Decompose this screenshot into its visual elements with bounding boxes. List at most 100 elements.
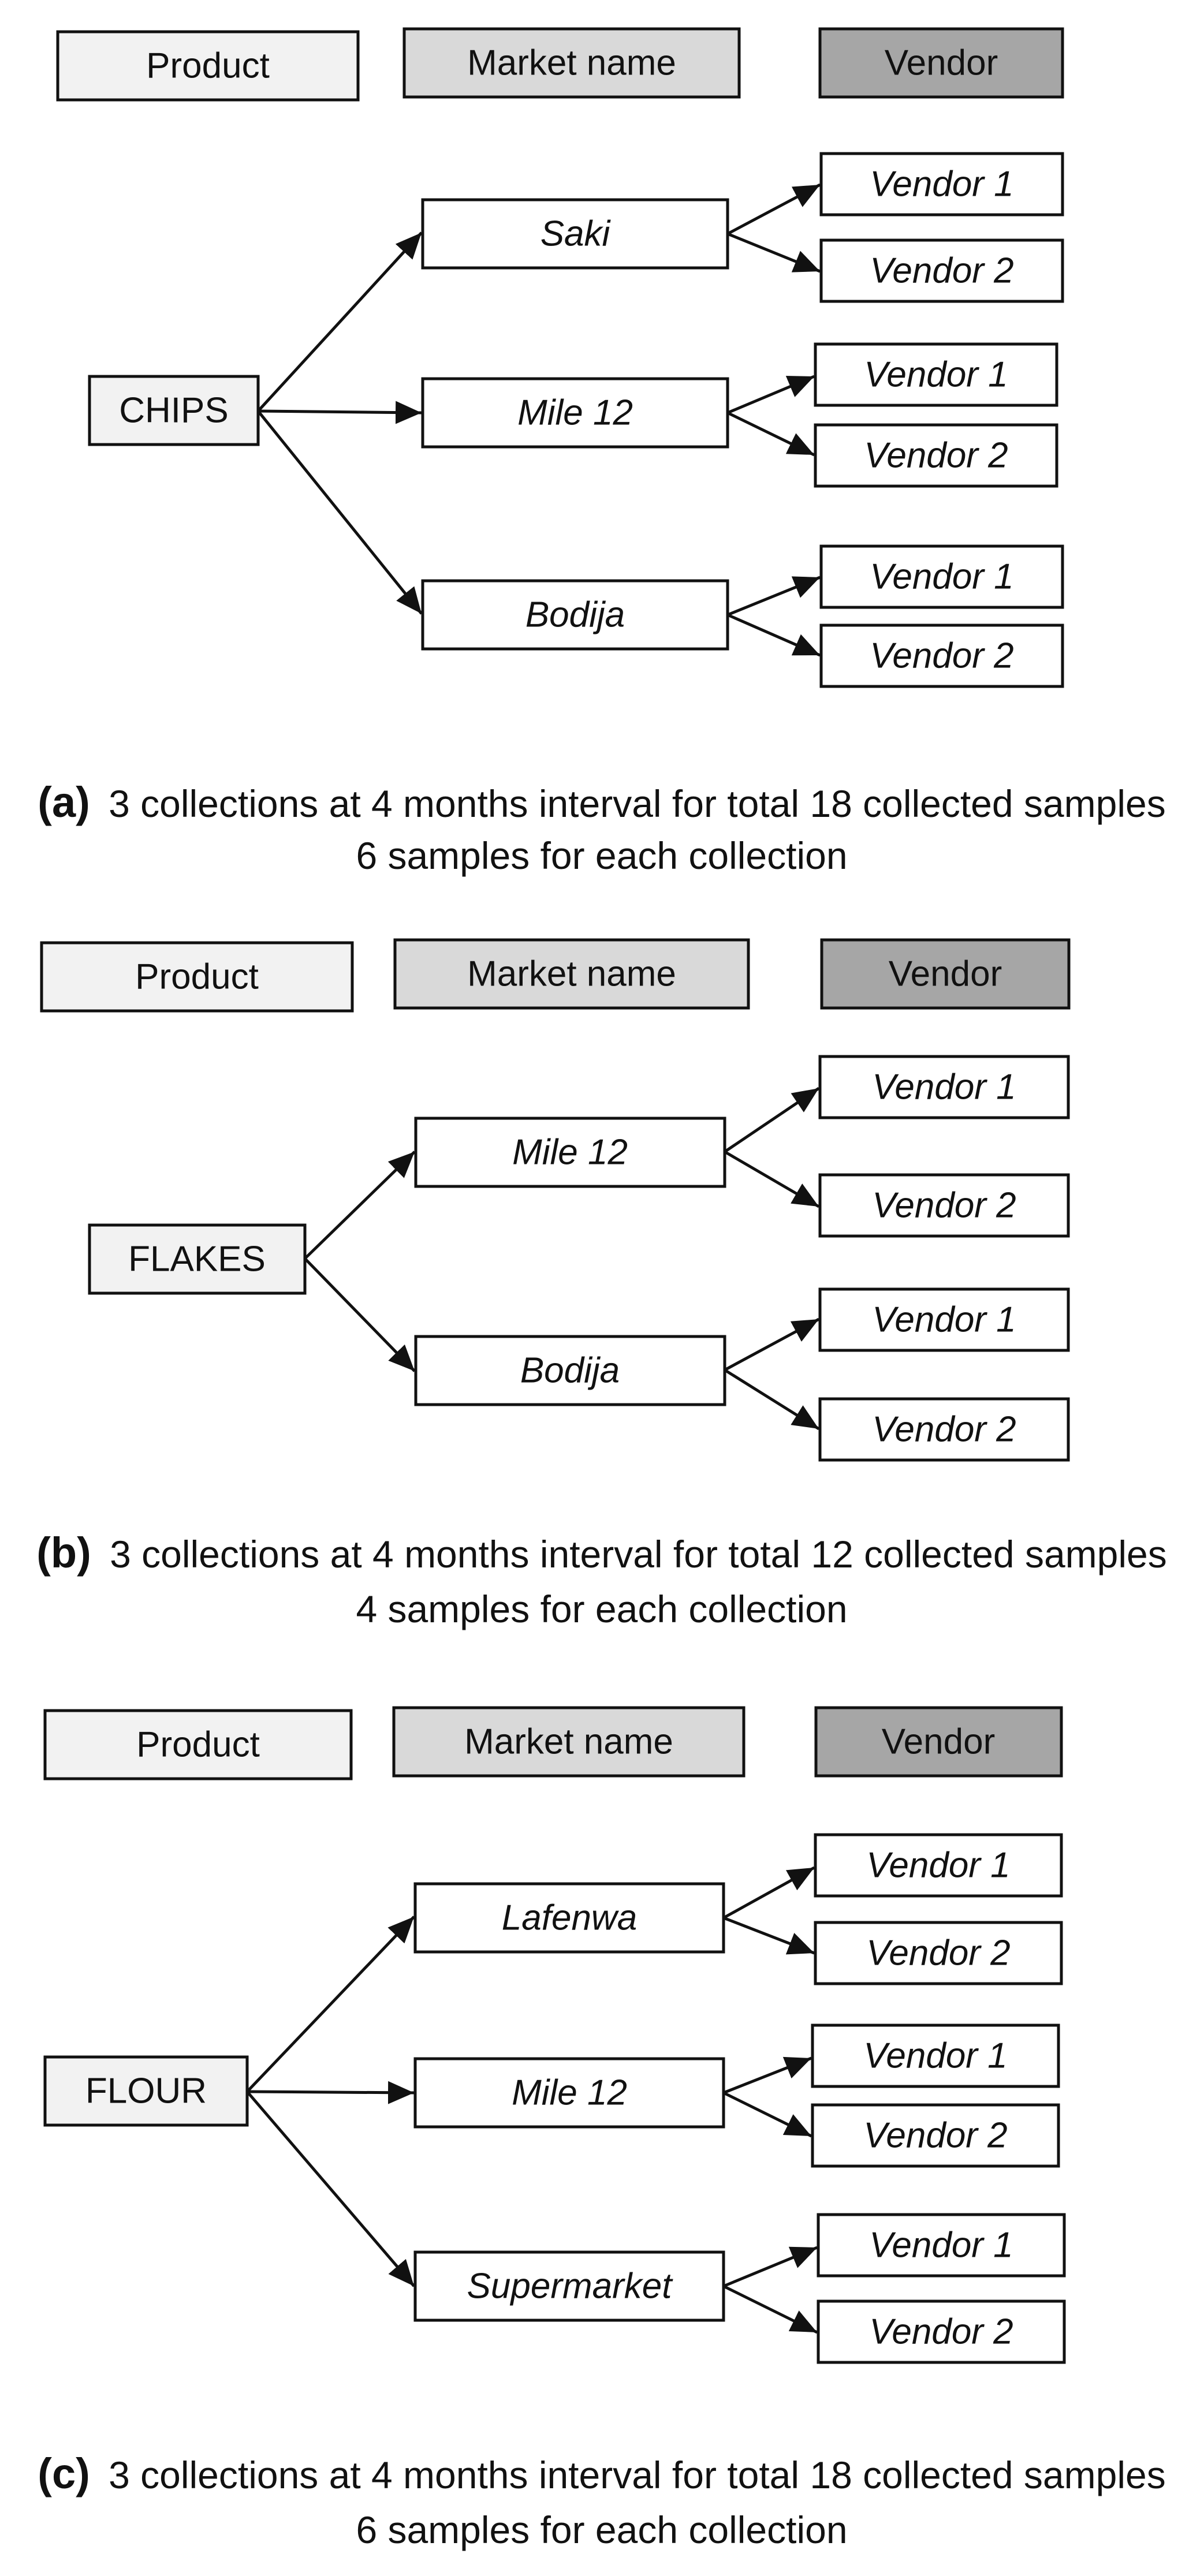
vendor-label: Vendor 1 [866, 1846, 1010, 1886]
vendor-label: Vendor 2 [866, 1933, 1010, 1973]
edge-mile12-v1 [727, 375, 815, 415]
vendor-label: Vendor 1 [864, 355, 1008, 395]
legend-vendor-box [818, 27, 1064, 99]
edge-lafenwa-v2 [723, 1916, 815, 1955]
vendor-node: Vendor 1 [814, 342, 1058, 407]
vendor-label: Vendor 2 [870, 251, 1013, 291]
edge-flakes-bodija [304, 1257, 416, 1372]
vendor-label: Vendor 2 [872, 1186, 1016, 1226]
legend-market-label: Market name [467, 43, 676, 83]
edge-supermarket-v1 [723, 2246, 818, 2288]
caption-a-text: 3 collections at 4 months interval for t… [109, 782, 1166, 825]
caption-b-label: (b) [36, 1529, 91, 1577]
legend-product-label: Product [146, 46, 270, 86]
vendor-label: Vendor 2 [872, 1410, 1016, 1450]
legend-product-box [40, 941, 354, 1013]
edge-saki-v1 [726, 183, 821, 236]
legend-vendor: Vendor [814, 1706, 1063, 1778]
vendor-label: Vendor 1 [870, 557, 1013, 597]
vendor-node: Vendor 1 [819, 152, 1064, 216]
panel-b: Product Market name Vendor FLAKES Mile 1… [36, 938, 1167, 1630]
vendor-box [814, 1833, 1063, 1898]
vendor-box [819, 544, 1064, 609]
market-node: Bodija [414, 1335, 726, 1406]
market-box [414, 1335, 726, 1406]
caption-a-line1: (a) 3 collections at 4 months interval f… [38, 778, 1165, 826]
market-box [413, 2057, 725, 2129]
vendor-box [819, 238, 1064, 303]
legend-market: Market name [402, 27, 741, 99]
caption-c-line2: 6 samples for each collection [356, 2508, 847, 2551]
vendor-node: Vendor 2 [819, 238, 1064, 303]
legend-product: Product [56, 30, 360, 102]
vendor-box [818, 1287, 1070, 1352]
legend-vendor: Vendor [818, 27, 1064, 99]
edge-bodija-v1 [727, 576, 821, 617]
legend-product-box [43, 1709, 353, 1780]
market-label: Mile 12 [517, 393, 633, 433]
caption-c-label: (c) [38, 2450, 90, 2497]
market-label: Saki [541, 214, 612, 254]
vendor-box [818, 1173, 1070, 1238]
legend-product-box [56, 30, 360, 102]
edge-flour-lafenwa [246, 1916, 415, 2093]
legend-market: Market name [392, 1706, 745, 1778]
market-box [414, 1117, 726, 1188]
vendor-label: Vendor 1 [872, 1300, 1016, 1340]
vendor-box [811, 2024, 1060, 2088]
product-node-flakes: FLAKES [88, 1223, 307, 1295]
vendor-box [811, 2103, 1060, 2168]
vendor-node: Vendor 2 [814, 423, 1058, 488]
market-box [413, 1882, 725, 1954]
panel-a: Product Market name Vendor CHIPS Saki [38, 27, 1166, 877]
vendor-box [814, 423, 1058, 488]
caption-a-label: (a) [38, 778, 90, 826]
vendor-node: Vendor 1 [819, 544, 1064, 609]
market-node: Supermarket [413, 2250, 725, 2322]
edge-supermarket-v2 [722, 2284, 818, 2334]
vendor-node: Vendor 2 [818, 1397, 1070, 1462]
edge-mile12-v1 [723, 2056, 812, 2095]
edge-mile12-v2 [726, 411, 815, 457]
market-box [413, 2250, 725, 2322]
legend-product-label: Product [136, 1725, 260, 1765]
edge-saki-v2 [727, 232, 821, 273]
vendor-label: Vendor 2 [864, 436, 1008, 476]
caption-c-text: 3 collections at 4 months interval for t… [109, 2454, 1166, 2496]
vendor-label: Vendor 1 [869, 2226, 1013, 2265]
vendor-node: Vendor 1 [811, 2024, 1060, 2088]
vendor-node: Vendor 2 [817, 2299, 1066, 2364]
product-box [88, 1223, 307, 1295]
edge-bodija-v2 [726, 613, 821, 657]
vendor-node: Vendor 1 [818, 1287, 1070, 1352]
vendor-node: Vendor 1 [818, 1055, 1070, 1119]
edge-mile12-v2 [724, 1150, 820, 1208]
vendor-box [817, 2299, 1066, 2364]
legend-market-box [402, 27, 741, 99]
vendor-label: Vendor 1 [863, 2036, 1007, 2076]
edge-flour-supermarket [246, 2090, 415, 2287]
edge-flakes-mile12 [304, 1151, 416, 1260]
legend-market-box [393, 938, 750, 1010]
market-node: Mile 12 [413, 2057, 725, 2129]
legend-market-label: Market name [464, 1722, 673, 1762]
legend-vendor-label: Vendor [889, 954, 1002, 994]
legend-vendor: Vendor [820, 938, 1071, 1010]
caption-c-line1: (c) 3 collections at 4 months interval f… [38, 2450, 1165, 2497]
vendor-node: Vendor 1 [817, 2213, 1066, 2278]
vendor-box [814, 1921, 1063, 1985]
legend-product: Product [43, 1709, 353, 1780]
caption-b-line1: (b) 3 collections at 4 months interval f… [36, 1529, 1166, 1577]
vendor-box [818, 1055, 1070, 1119]
market-node: Mile 12 [421, 377, 729, 449]
legend-vendor-label: Vendor [882, 1722, 996, 1762]
edge-mile12-v2 [722, 2091, 812, 2138]
product-label: FLOUR [85, 2071, 207, 2111]
vendor-label: Vendor 2 [870, 636, 1013, 676]
legend-market: Market name [393, 938, 750, 1010]
legend-product-label: Product [135, 957, 259, 997]
legend-vendor-box [814, 1706, 1063, 1778]
legend-vendor-box [820, 938, 1071, 1010]
market-label: Bodija [520, 1351, 620, 1391]
